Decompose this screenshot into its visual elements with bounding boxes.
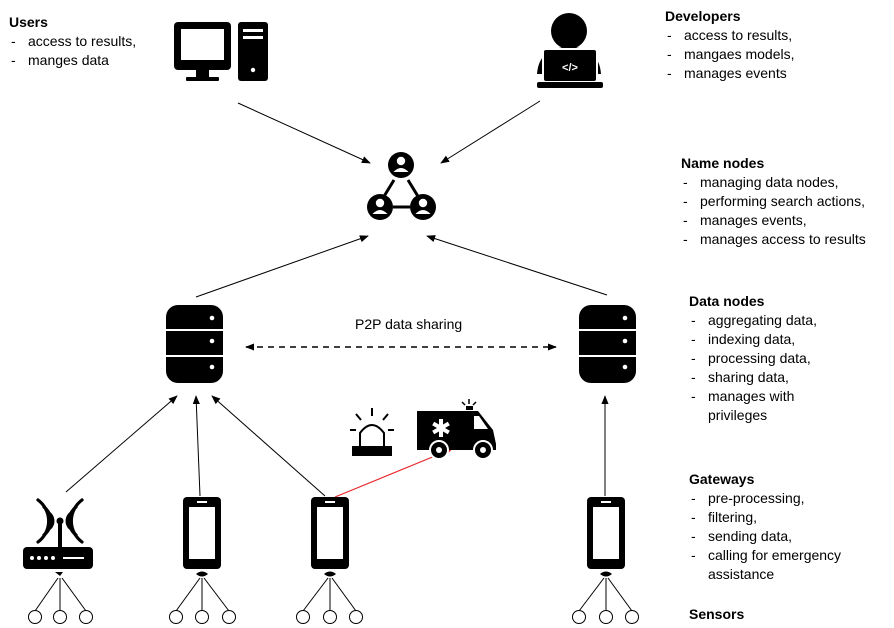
sensor-group-phone3	[572, 577, 639, 624]
gateways-block: Gateways pre-processing,filtering,sendin…	[689, 470, 841, 584]
developers-list: access to results,mangaes models,manages…	[665, 26, 795, 83]
list-item: access to results,	[9, 32, 136, 51]
list-item: managing data nodes,	[681, 173, 866, 192]
users-block: Users access to results,manges data	[9, 13, 136, 70]
edge-datanode-right-to-namenode	[426, 235, 608, 296]
sensor-group-router	[28, 577, 93, 624]
sensor-node-icon	[169, 610, 183, 624]
edge-router-to-datanode	[65, 395, 178, 493]
list-item: aggregating data,	[689, 311, 817, 330]
smartphone-icon	[183, 497, 221, 577]
sensor-node-icon	[222, 610, 236, 624]
list-item: pre-processing,	[689, 489, 841, 508]
network-user-left	[367, 194, 393, 220]
list-item: manages access to results	[681, 230, 866, 249]
sensor-node-icon	[599, 610, 613, 624]
developers-title: Developers	[665, 8, 741, 24]
name-nodes-list: managing data nodes,performing search ac…	[681, 173, 866, 249]
sensor-node-icon	[28, 610, 42, 624]
edge-phone1-to-datanode	[192, 395, 201, 497]
list-item: mangaes models,	[665, 45, 795, 64]
desktop-computer-icon	[174, 22, 268, 81]
smartphone-icon	[587, 497, 625, 577]
name-nodes-block: Name nodes managing data nodes,performin…	[681, 154, 866, 249]
edges	[65, 100, 609, 497]
sensor-group-phone2	[296, 577, 363, 624]
users-title: Users	[9, 14, 48, 30]
gateways-title: Gateways	[689, 471, 755, 487]
code-glyph: </>	[562, 62, 578, 74]
database-icon	[166, 305, 223, 383]
database-icon	[579, 305, 636, 383]
developers-block: Developers access to results,mangaes mod…	[665, 7, 795, 83]
medical-star-icon	[432, 419, 450, 437]
network-user-top	[388, 152, 414, 178]
sensor-node-icon	[53, 610, 67, 624]
list-item: filtering,	[689, 508, 841, 527]
list-item: processing data,	[689, 349, 817, 368]
list-item: manages events	[665, 64, 795, 83]
edge-developers-to-namenode	[440, 100, 541, 164]
developer-laptop-icon: </>	[537, 13, 603, 88]
sensor-node-icon	[323, 610, 337, 624]
list-item: sending data,	[689, 527, 841, 546]
network-user-right	[410, 194, 436, 220]
edge-datanode-left-to-namenode	[195, 235, 369, 298]
edge-users-to-namenode	[237, 102, 371, 164]
list-item: indexing data,	[689, 330, 817, 349]
p2p-data-sharing-label: P2P data sharing	[355, 316, 463, 332]
gateways-list: pre-processing,filtering,sending data,ca…	[689, 489, 841, 584]
data-nodes-block: Data nodes aggregating data,indexing dat…	[689, 292, 817, 425]
sensors-title: Sensors	[689, 606, 745, 622]
sensor-node-icon	[349, 610, 363, 624]
list-item: sharing data,	[689, 368, 817, 387]
network-users-icon	[367, 152, 436, 220]
sensor-node-icon	[625, 610, 639, 624]
sensor-group-phone1	[169, 577, 236, 624]
list-item: manges data	[9, 51, 136, 70]
list-item: access to results,	[665, 26, 795, 45]
name-nodes-title: Name nodes	[681, 155, 765, 171]
data-nodes-list: aggregating data,indexing data,processin…	[689, 311, 817, 425]
sensor-node-icon	[195, 610, 209, 624]
sensors-block: Sensors	[689, 605, 744, 624]
wifi-router-icon	[23, 498, 93, 576]
sensor-node-icon	[296, 610, 310, 624]
list-item: manages events,	[681, 211, 866, 230]
edge-phone2-to-datanode	[211, 395, 326, 497]
ambulance-icon	[417, 399, 496, 460]
data-nodes-title: Data nodes	[689, 293, 765, 309]
siren-icon	[350, 408, 394, 456]
sensor-node-icon	[79, 610, 93, 624]
smartphone-icon	[311, 497, 349, 577]
users-list: access to results,manges data	[9, 32, 136, 70]
list-item: performing search actions,	[681, 192, 866, 211]
sensor-node-icon	[572, 610, 586, 624]
